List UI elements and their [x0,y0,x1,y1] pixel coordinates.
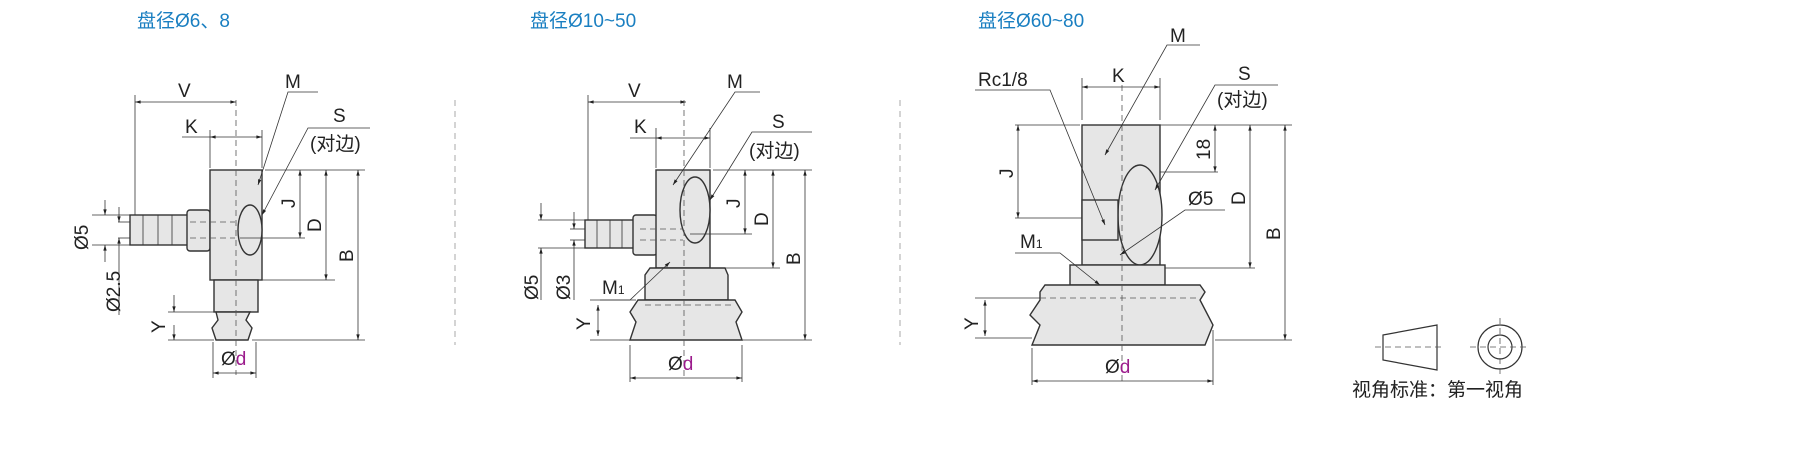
dim-K: K [634,117,647,138]
dim-Y: Y [962,317,983,330]
bellows-cup [629,299,743,341]
dim-S: S [1238,64,1251,85]
swivel-ball [679,176,711,244]
dim-S: S [333,106,346,127]
dim-J: J [997,169,1018,179]
view-title: 盘径Ø10~50 [530,10,636,32]
across-flats-label: (对边) [310,133,361,155]
port-plug [1081,199,1119,241]
dim-D: D [752,212,773,226]
dim-B: B [337,249,358,262]
dim-M1: M1 [602,278,625,299]
swivel-ball [237,204,263,256]
across-flats-label: (对边) [1217,89,1268,111]
dim-pad-diameter: Ød [221,349,246,370]
dim-V: V [628,81,641,102]
pad-cup [1029,284,1214,346]
dim-M1: M1 [1020,232,1043,253]
dim-hose-inner: Ø3 [554,275,575,300]
dim-D: D [305,218,326,232]
dim-hose-inner: Ø2.5 [104,271,125,312]
hose-barb [129,214,189,246]
dim-K: K [185,117,198,138]
dim-B: B [1264,227,1285,240]
projection-caption: 视角标准：第一视角 [1352,379,1523,401]
dim-Rc: Rc1/8 [978,70,1028,91]
view-small-pad: 盘径Ø6、8 V K M S (对边) J D B Ø5 [72,10,370,378]
dim-port-diameter: Ø5 [1188,189,1213,210]
view-medium-pad: 盘径Ø10~50 V K M S (对边) J D B Ø5 [522,10,812,382]
flange [1069,264,1166,286]
dim-D: D [1229,191,1250,205]
view-large-pad: 盘径Ø60~80 K M S (对边) Rc1/8 J 18 Ø5 D B [962,10,1292,385]
dim-M: M [1170,26,1186,47]
dim-pad-diameter: Ød [668,354,693,375]
bellows-cup [211,311,253,341]
dim-S: S [772,112,785,133]
hex-nut [186,209,211,252]
dim-B: B [784,252,805,265]
dim-J: J [724,199,745,209]
hex-nut [632,214,658,256]
dim-Y: Y [574,317,595,330]
across-flats-label: (对边) [749,140,800,162]
dim-Y: Y [149,320,170,333]
dim-M: M [285,72,301,93]
dim-pad-diameter: Ød [1105,357,1130,378]
dim-V: V [178,81,191,102]
truncated-cone-icon [1382,324,1438,371]
dim-J: J [279,199,300,209]
dim-M: M [727,72,743,93]
dim-hose-outer: Ø5 [72,225,93,250]
dim-hose-outer: Ø5 [522,275,543,300]
view-title: 盘径Ø60~80 [978,10,1084,32]
concentric-circles-icon [1470,318,1530,376]
view-title: 盘径Ø6、8 [137,10,230,32]
flange [644,267,729,301]
dim-K: K [1112,66,1125,87]
projection-symbol: 视角标准：第一视角 [1352,318,1530,401]
dim-18: 18 [1194,139,1215,160]
swivel-ball [1117,164,1163,266]
